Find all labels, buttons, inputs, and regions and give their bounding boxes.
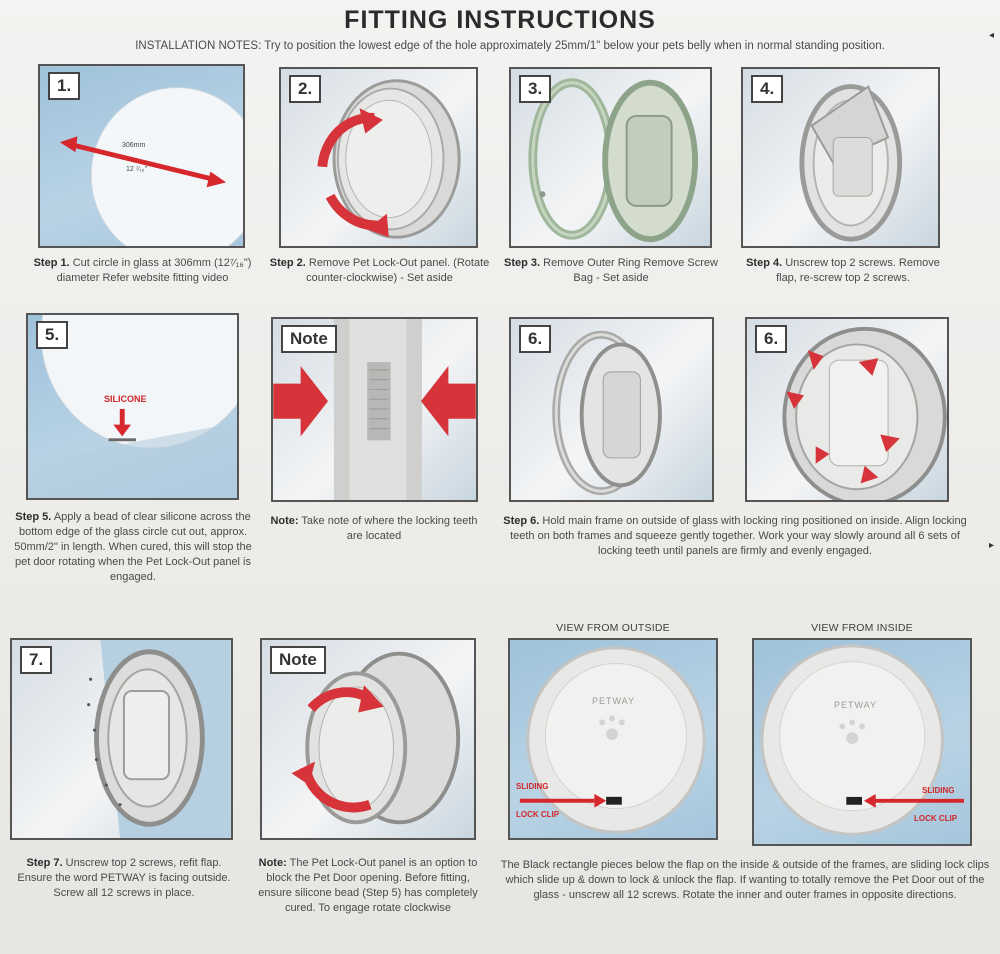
step5-caption-label: Step 5.: [15, 511, 52, 523]
frames-aligning-illustration: [552, 330, 662, 496]
note1-caption-label: Note:: [270, 515, 299, 527]
note-badge: Note: [281, 325, 337, 353]
dimension-in-label: 12 ⁷⁄₁₆": [126, 166, 148, 173]
locking-teeth-closeup-illustration: [273, 319, 476, 500]
step2-caption-label: Step 2.: [269, 257, 306, 269]
step6-frame-illustration: 6.: [509, 317, 714, 502]
view-outside-illustration: PETWAY SLIDING LOCK CLIP: [508, 638, 718, 840]
step1-caption-text: Cut circle in glass at 306mm (12⁷⁄₁₆") d…: [56, 257, 252, 284]
edge-mark-icon: ◂: [988, 30, 994, 41]
step-number-badge: 4.: [751, 75, 784, 103]
outside-frame-illustration: [519, 646, 706, 834]
step4-caption-label: Step 4.: [746, 257, 783, 269]
step-number-badge: 6.: [755, 325, 788, 353]
lock-clip-caption: The Black rectangle pieces below the fla…: [500, 859, 990, 901]
locking-teeth-arrows-illustration: [782, 326, 947, 500]
sliding-lock-clip-label-outside-1: SLIDING: [516, 782, 549, 791]
step7-caption-text: Unscrew top 2 screws, refit flap. Ensure…: [17, 857, 231, 899]
view-inside-label: VIEW FROM INSIDE: [811, 622, 913, 634]
note2-caption-text: The Pet Lock-Out panel is an option to b…: [258, 857, 478, 914]
step4-caption-text: Unscrew top 2 screws. Remove flap, re-sc…: [776, 257, 940, 284]
step1-caption-label: Step 1.: [33, 257, 70, 269]
step4-illustration: 4.: [741, 67, 940, 248]
silicone-bead-illustration: [28, 315, 237, 498]
step-number-badge: 3.: [519, 75, 552, 103]
outer-ring-removal-illustration: [528, 78, 699, 243]
step7-illustration: 7.: [10, 638, 233, 840]
note2-caption: Note: The Pet Lock-Out panel is an optio…: [252, 856, 484, 916]
step-number-badge: 5.: [36, 321, 69, 349]
step3-illustration: 3.: [509, 67, 712, 248]
sliding-lock-clip-label-outside-2: LOCK CLIP: [516, 810, 560, 819]
inside-frame-illustration: [760, 644, 964, 836]
step6-teeth-illustration: 6.: [745, 317, 949, 502]
step7-caption-label: Step 7.: [26, 857, 63, 869]
step2-illustration: 2.: [279, 67, 478, 248]
locking-teeth-note-illustration: Note: [271, 317, 478, 502]
note2-caption-label: Note:: [258, 857, 287, 869]
step-number-badge: 6.: [519, 325, 552, 353]
step-number-badge: 1.: [48, 72, 81, 100]
page-title: FITTING INSTRUCTIONS: [344, 6, 656, 34]
sliding-lock-clip-label-inside-1: SLIDING: [922, 786, 955, 795]
step-number-badge: 7.: [20, 646, 53, 674]
dimension-mm-label: 306mm: [122, 142, 146, 149]
note1-caption-text: Take note of where the locking teeth are…: [301, 515, 478, 542]
step7-caption: Step 7. Unscrew top 2 screws, refit flap…: [8, 856, 240, 901]
refit-flap-illustration: [87, 640, 231, 838]
step5-caption: Step 5. Apply a bead of clear silicone a…: [14, 510, 252, 585]
lockout-rotate-clockwise-illustration: [291, 651, 461, 825]
note-badge: Note: [270, 646, 326, 674]
note1-caption: Note: Take note of where the locking tee…: [268, 514, 480, 544]
step1-caption: Step 1. Cut circle in glass at 306mm (12…: [30, 256, 255, 286]
step4-caption: Step 4. Unscrew top 2 screws. Remove fla…: [738, 256, 948, 286]
installation-notes: INSTALLATION NOTES: Try to position the …: [135, 40, 885, 52]
step2-caption-text: Remove Pet Lock-Out panel. (Rotate count…: [306, 257, 490, 284]
step5-illustration: 5. SILICONE: [26, 313, 239, 500]
step6-caption-text: Hold main frame on outside of glass with…: [510, 515, 967, 557]
petway-brand-outside: PETWAY: [592, 696, 636, 706]
step6-caption-label: Step 6.: [503, 515, 540, 527]
step6-caption: Step 6. Hold main frame on outside of gl…: [500, 514, 970, 559]
view-inside-illustration: PETWAY SLIDING LOCK CLIP: [752, 638, 972, 846]
step5-caption-text: Apply a bead of clear silicone across th…: [14, 511, 252, 583]
lockout-engage-note-illustration: Note: [260, 638, 476, 840]
silicone-label: SILICONE: [104, 394, 147, 404]
lockout-panel-rotate-illustration: [317, 79, 461, 239]
edge-mark-icon: ▸: [988, 540, 994, 551]
view-outside-label: VIEW FROM OUTSIDE: [556, 622, 670, 634]
step3-caption-text: Remove Outer Ring Remove Screw Bag - Set…: [543, 257, 718, 284]
step-number-badge: 2.: [289, 75, 322, 103]
step2-caption: Step 2. Remove Pet Lock-Out panel. (Rota…: [262, 256, 497, 286]
petway-brand-inside: PETWAY: [834, 700, 878, 710]
step1-illustration: 1. 306mm 12 ⁷⁄₁₆": [38, 64, 245, 248]
step3-caption: Step 3. Remove Outer Ring Remove Screw B…: [497, 256, 725, 286]
flap-removal-illustration: [799, 84, 903, 242]
glass-circle-cut-illustration: [59, 87, 243, 246]
sliding-lock-clip-label-inside-2: LOCK CLIP: [914, 814, 958, 823]
step3-caption-label: Step 3.: [504, 257, 541, 269]
